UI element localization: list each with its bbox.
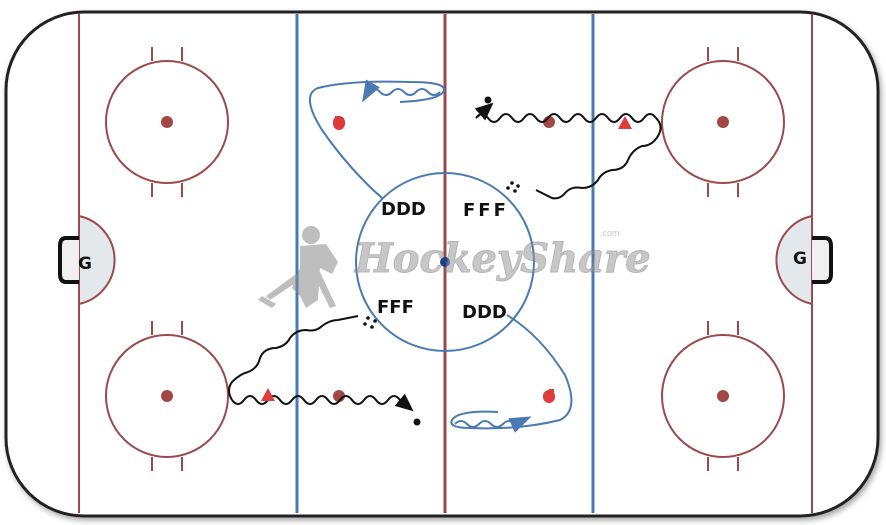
bottom-left-skate-path-lower <box>231 393 414 412</box>
puck-top-right <box>484 96 492 104</box>
label-fff-top: FFF <box>463 200 509 221</box>
right-goal-crease <box>775 214 813 306</box>
label-fff-bottom: FFF <box>377 297 414 318</box>
player-defense-bottom-right <box>543 389 555 403</box>
faceoff-circle-bottom-right <box>661 321 785 471</box>
watermark-suffix: .com <box>600 228 620 238</box>
faceoff-circle-bottom-left <box>105 321 229 471</box>
center-circle <box>355 172 535 352</box>
top-right-skate-path-upper <box>474 102 657 123</box>
bottom-right-carry-path <box>454 416 532 433</box>
top-right-skate-path-lower <box>535 117 662 200</box>
label-ddd-top: DDD <box>381 199 426 220</box>
right-goal-net <box>812 236 833 284</box>
faceoff-circle-top-left <box>105 47 229 197</box>
top-left-carry-path <box>362 79 441 103</box>
faceoff-circle-top-right <box>661 47 785 197</box>
hockey-player-icon <box>258 226 338 308</box>
player-triangle-top-right <box>618 116 632 129</box>
center-dot <box>440 257 450 267</box>
top-left-skate-path <box>309 80 445 199</box>
watermark: HockeyShare .com <box>258 226 651 308</box>
bottom-left-skate-path-upper <box>228 315 359 401</box>
puck-pile-bottom <box>363 316 377 329</box>
watermark-text: HockeyShare <box>354 235 651 282</box>
left-goal-crease <box>78 214 116 306</box>
label-ddd-bottom: DDD <box>462 302 507 323</box>
puck-bottom-left <box>413 418 421 426</box>
left-goal-net <box>58 236 79 284</box>
puck-pile-top <box>506 181 520 193</box>
left-goalie-label: G <box>78 254 92 274</box>
right-goalie-label: G <box>793 249 807 269</box>
player-defense-top-left <box>333 116 345 130</box>
player-triangle-bottom-left <box>261 388 275 401</box>
